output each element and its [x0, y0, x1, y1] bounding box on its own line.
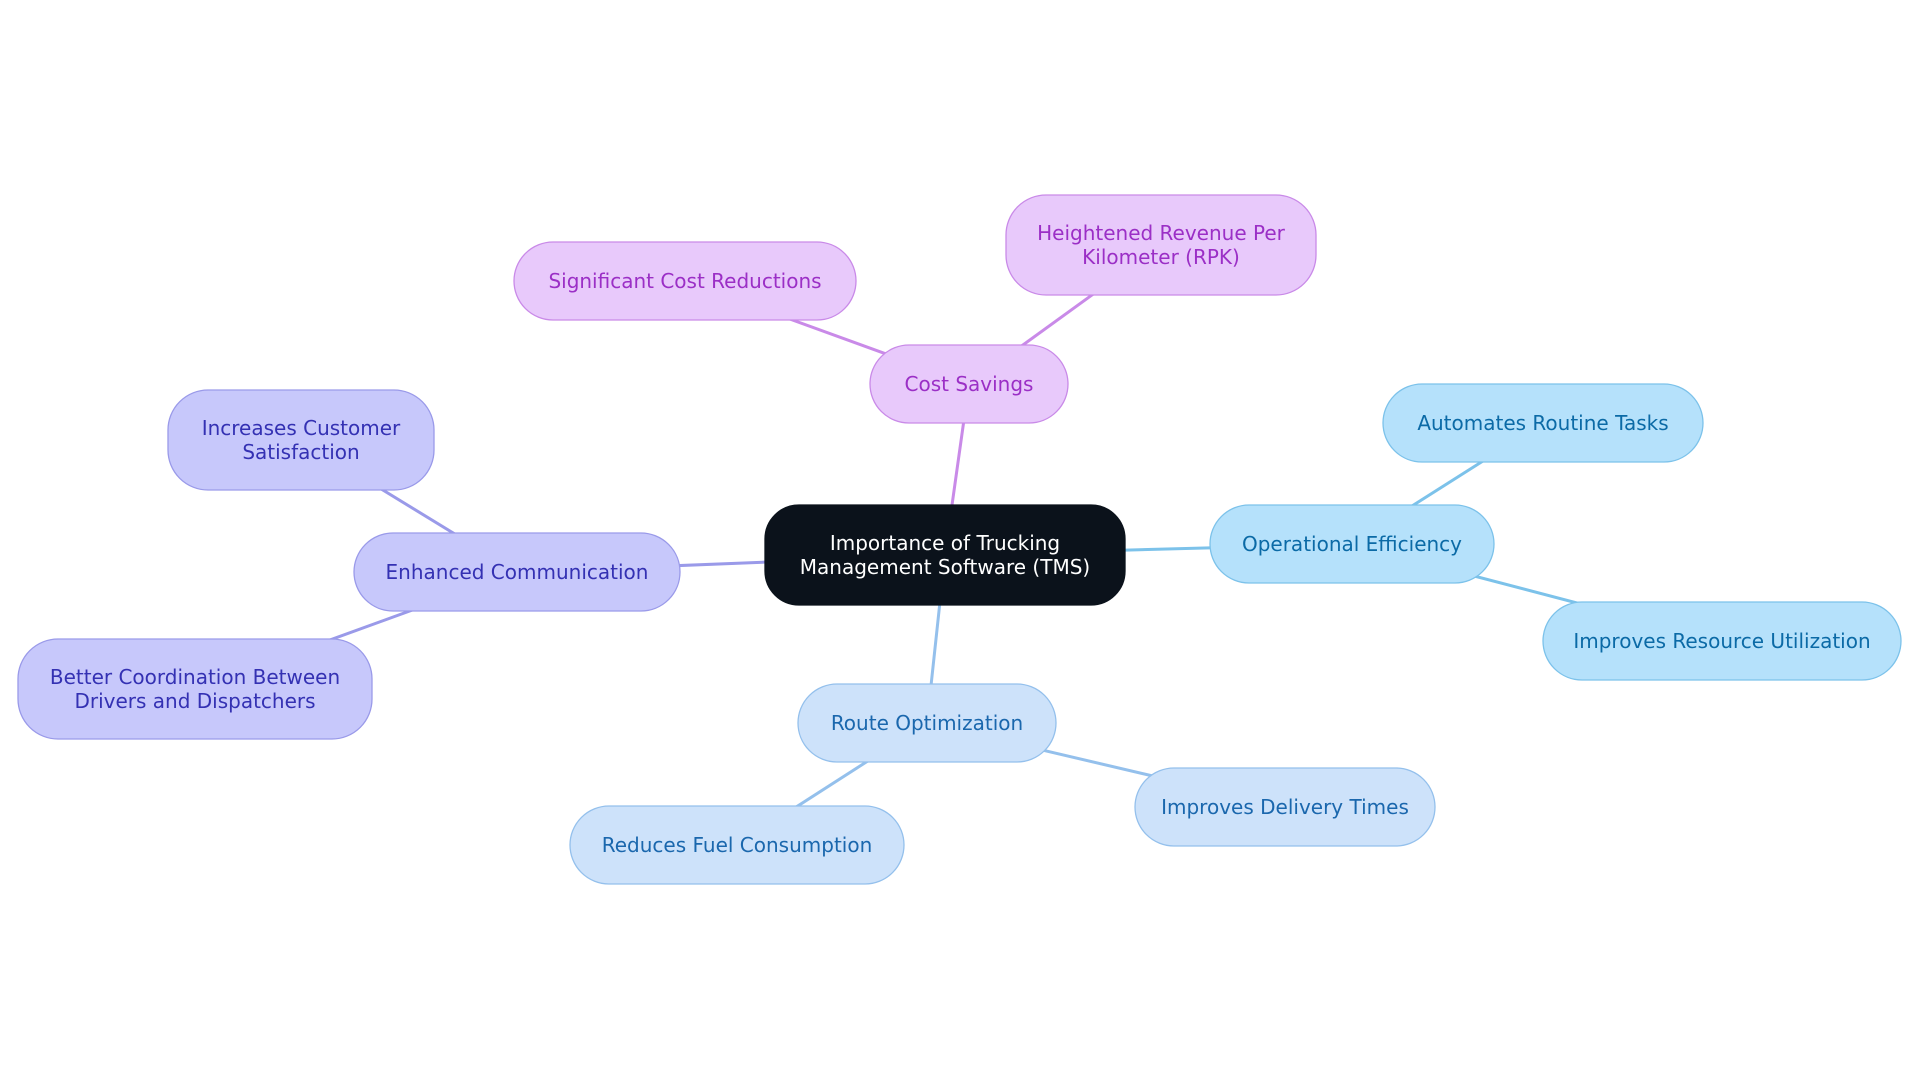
node-box-significant-cost-reductions: [513, 241, 857, 321]
node-label-operational-efficiency-line-0: Operational Efficiency: [1242, 532, 1462, 556]
node-label-heightened-revenue-line-0: Heightened Revenue Per: [1037, 221, 1286, 245]
node-box-better-coordination: [17, 638, 373, 740]
node-cost-savings: Cost Savings: [869, 344, 1069, 424]
node-label-reduces-fuel-consumption-line-0: Reduces Fuel Consumption: [602, 833, 873, 857]
node-box-cost-savings: [869, 344, 1069, 424]
node-box-enhanced-communication: [353, 532, 681, 612]
node-box-reduces-fuel-consumption: [569, 805, 905, 885]
node-box-heightened-revenue: [1005, 194, 1317, 296]
node-enhanced-communication: Enhanced Communication: [353, 532, 681, 612]
node-label-better-coordination-line-0: Better Coordination Between: [50, 665, 340, 689]
node-label-cost-savings-line-0: Cost Savings: [905, 372, 1034, 396]
node-label-root-line-1: Management Software (TMS): [800, 555, 1090, 579]
node-operational-efficiency: Operational Efficiency: [1209, 504, 1495, 584]
node-improves-delivery-times: Improves Delivery Times: [1134, 767, 1436, 847]
node-box-increases-customer-satisfaction: [167, 389, 435, 491]
node-box-operational-efficiency: [1209, 504, 1495, 584]
node-reduces-fuel-consumption: Reduces Fuel Consumption: [569, 805, 905, 885]
node-label-significant-cost-reductions-line-0: Significant Cost Reductions: [548, 269, 821, 293]
node-label-better-coordination-line-1: Drivers and Dispatchers: [74, 689, 315, 713]
node-box-improves-delivery-times: [1134, 767, 1436, 847]
node-label-enhanced-communication-line-0: Enhanced Communication: [386, 560, 649, 584]
node-box-improves-resource-utilization: [1542, 601, 1902, 681]
node-box-root: [764, 504, 1126, 606]
node-label-improves-resource-utilization-line-0: Improves Resource Utilization: [1573, 629, 1870, 653]
node-label-route-optimization-line-0: Route Optimization: [831, 711, 1023, 735]
node-automates-routine-tasks: Automates Routine Tasks: [1382, 383, 1704, 463]
node-label-increases-customer-satisfaction-line-1: Satisfaction: [242, 440, 359, 464]
node-label-root-line-0: Importance of Trucking: [830, 531, 1060, 555]
node-label-automates-routine-tasks-line-0: Automates Routine Tasks: [1417, 411, 1668, 435]
node-route-optimization: Route Optimization: [797, 683, 1057, 763]
node-improves-resource-utilization: Improves Resource Utilization: [1542, 601, 1902, 681]
node-label-increases-customer-satisfaction-line-0: Increases Customer: [202, 416, 401, 440]
node-significant-cost-reductions: Significant Cost Reductions: [513, 241, 857, 321]
node-label-improves-delivery-times-line-0: Improves Delivery Times: [1161, 795, 1409, 819]
node-label-heightened-revenue-line-1: Kilometer (RPK): [1082, 245, 1240, 269]
node-box-route-optimization: [797, 683, 1057, 763]
node-box-automates-routine-tasks: [1382, 383, 1704, 463]
